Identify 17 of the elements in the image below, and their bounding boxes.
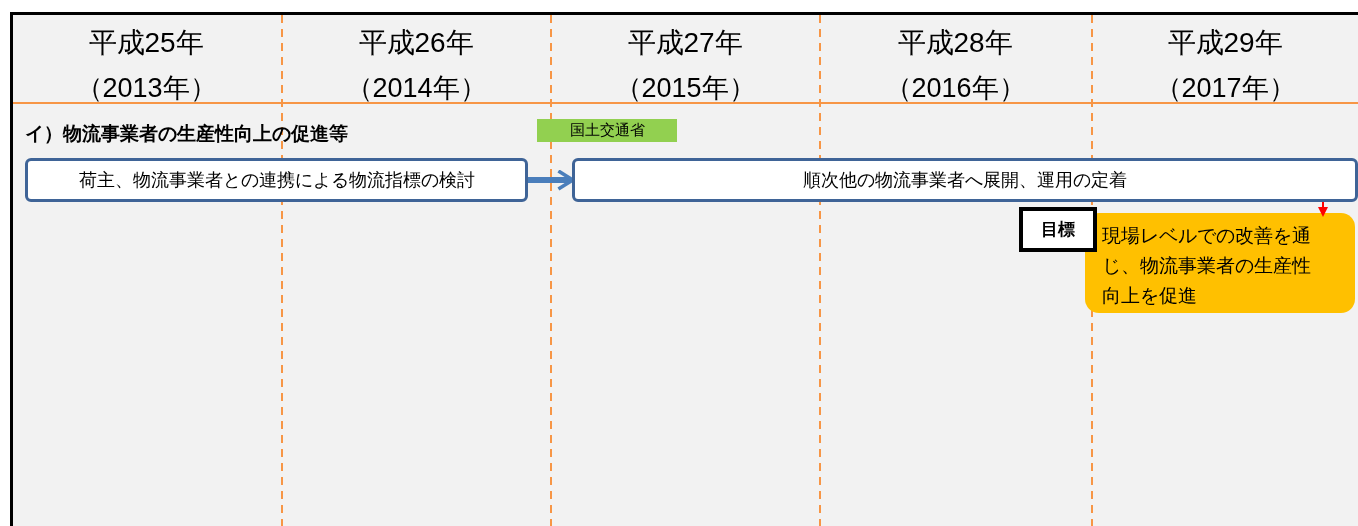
goal-box: 現場レベルでの改善を通じ、物流事業者の生産性向上を促進 xyxy=(1085,213,1355,313)
organization-tag: 国土交通省 xyxy=(537,119,677,142)
year-label: 平成27年 xyxy=(627,26,743,60)
year-label: 平成28年 xyxy=(897,26,1013,60)
goal-tag: 目標 xyxy=(1019,207,1097,252)
year-label: （2017年） xyxy=(1154,72,1296,105)
year-label: 平成26年 xyxy=(358,26,474,60)
year-label: （2016年） xyxy=(884,72,1026,105)
year-label: （2013年） xyxy=(75,72,217,105)
task-box: 順次他の物流事業者へ展開、運用の定着 xyxy=(572,158,1358,202)
task-box: 荷主、物流事業者との連携による物流指標の検討 xyxy=(25,158,528,202)
year-label: 平成29年 xyxy=(1167,26,1283,60)
year-label: （2014年） xyxy=(345,72,487,105)
section-heading: イ）物流事業者の生産性向上の促進等 xyxy=(25,122,348,146)
arrow xyxy=(1318,201,1328,217)
year-label: 平成25年 xyxy=(88,26,204,60)
year-label: （2015年） xyxy=(614,72,756,105)
